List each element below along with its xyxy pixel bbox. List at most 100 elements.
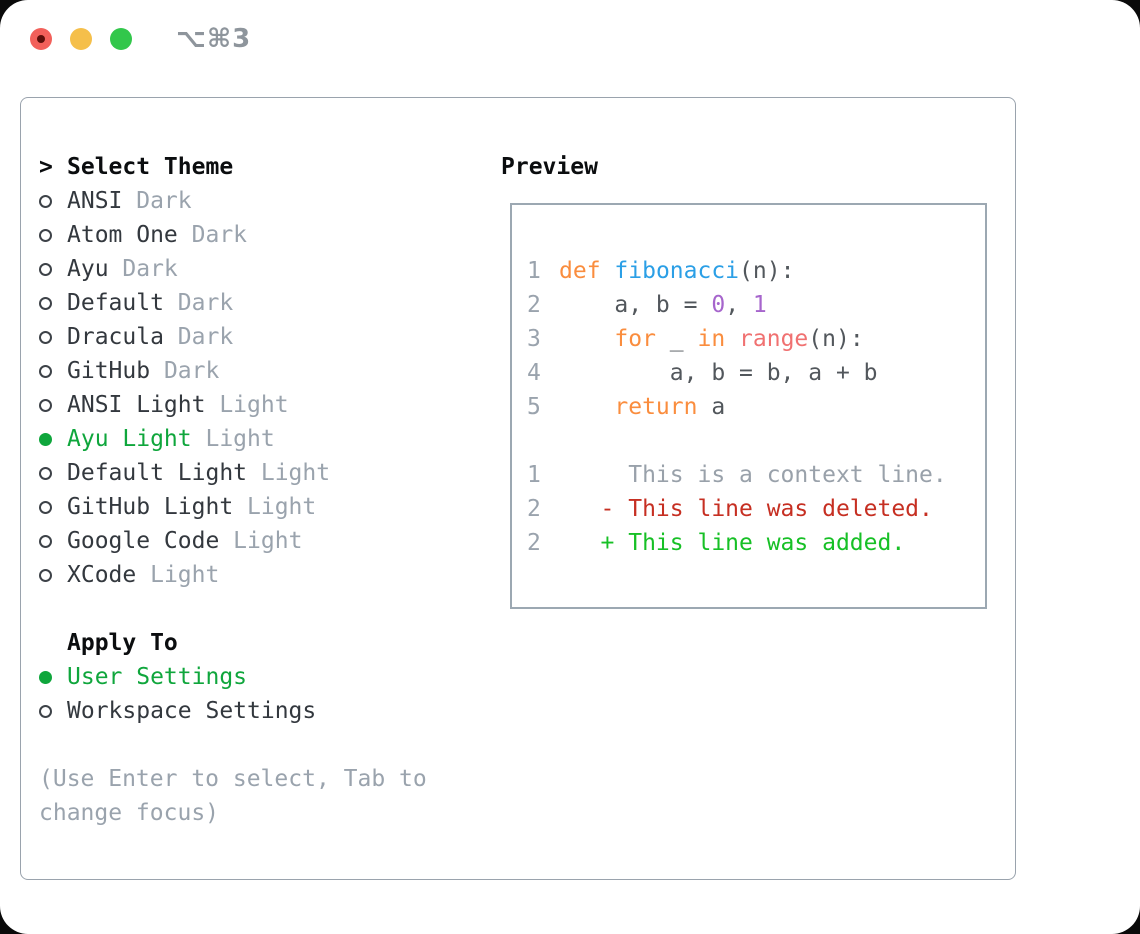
theme-item[interactable]: GitHub Light Light — [39, 490, 479, 524]
radio-icon — [39, 704, 67, 718]
apply-option[interactable]: Workspace Settings — [39, 694, 479, 728]
code-content: return a — [614, 394, 726, 420]
theme-variant: Dark — [163, 324, 234, 350]
apply-to-title: Apply To — [67, 630, 178, 656]
radio-unselected-icon — [39, 296, 52, 310]
code-content: a, b = b, a + b — [559, 360, 878, 386]
radio-icon — [39, 534, 67, 548]
radio-icon — [39, 296, 67, 310]
theme-name: GitHub — [67, 358, 151, 384]
theme-name: ANSI Light — [67, 392, 206, 418]
keyboard-hint: (Use Enter to select, Tab to change focu… — [39, 766, 427, 826]
theme-item[interactable]: ANSI Light Light — [39, 388, 479, 422]
radio-unselected-icon — [39, 228, 52, 242]
theme-variant: Light — [191, 426, 275, 452]
line-number: 4 — [527, 360, 541, 386]
code-content: This is a context line. — [559, 462, 947, 488]
theme-variant: Light — [205, 392, 289, 418]
apply-to-header: Apply To — [39, 626, 479, 660]
theme-variant: Dark — [177, 222, 248, 248]
line-number: 1 — [527, 258, 541, 284]
code-line: 2 + This line was added. — [527, 526, 985, 560]
radio-icon — [39, 262, 67, 276]
preview-title: Preview — [501, 154, 598, 180]
radio-unselected-icon — [39, 364, 52, 378]
theme-name: ANSI — [67, 188, 123, 214]
theme-name: Default Light — [67, 460, 248, 486]
theme-item[interactable]: Google Code Light — [39, 524, 479, 558]
code-line: 5 return a — [527, 390, 985, 424]
code-content: + This line was added. — [559, 530, 906, 556]
theme-variant: Dark — [150, 358, 220, 384]
line-number: 2 — [527, 496, 541, 522]
apply-option-label: User Settings — [67, 664, 248, 690]
code-line: 4 a, b = b, a + b — [527, 356, 985, 390]
theme-name: Ayu Light — [67, 426, 192, 452]
theme-item[interactable]: Ayu Light Light — [39, 422, 479, 456]
theme-name: Ayu — [67, 256, 109, 282]
theme-name: GitHub Light — [67, 494, 234, 520]
radio-unselected-icon — [39, 568, 52, 582]
theme-item[interactable]: Default Dark — [39, 286, 479, 320]
theme-item[interactable]: Ayu Dark — [39, 252, 479, 286]
close-button[interactable] — [30, 28, 52, 50]
theme-name: Google Code — [67, 528, 220, 554]
code-line: 3 for _ in range(n): — [527, 322, 985, 356]
apply-option-label: Workspace Settings — [67, 698, 317, 724]
code-line: 2 - This line was deleted. — [527, 492, 985, 526]
theme-item[interactable]: Atom One Dark — [39, 218, 479, 252]
line-number: 3 — [527, 326, 541, 352]
theme-variant: Light — [233, 494, 317, 520]
line-number: 2 — [527, 292, 541, 318]
theme-name: Default — [67, 290, 164, 316]
apply-option[interactable]: User Settings — [39, 660, 479, 694]
theme-item[interactable]: GitHub Dark — [39, 354, 479, 388]
theme-list-header: > Select Theme — [39, 150, 479, 184]
radio-icon — [39, 330, 67, 344]
radio-icon — [39, 670, 67, 684]
theme-name: XCode — [67, 562, 137, 588]
radio-unselected-icon — [39, 194, 52, 208]
radio-unselected-icon — [39, 704, 52, 718]
titlebar: ⌥⌘3 — [30, 24, 251, 54]
line-number — [527, 424, 559, 458]
minimize-button[interactable] — [70, 28, 92, 50]
theme-variant: Light — [247, 460, 331, 486]
theme-item[interactable]: Default Light Light — [39, 456, 479, 490]
code-content: def fibonacci(n): — [559, 258, 795, 284]
radio-icon — [39, 228, 67, 242]
radio-unselected-icon — [39, 398, 52, 412]
theme-variant: Dark — [163, 290, 234, 316]
line-number: 1 — [527, 462, 541, 488]
theme-variant: Light — [136, 562, 220, 588]
radio-unselected-icon — [39, 262, 52, 276]
radio-unselected-icon — [39, 330, 52, 344]
theme-variant: Dark — [122, 188, 192, 214]
theme-variant: Dark — [108, 256, 178, 282]
line-number: 5 — [527, 394, 541, 420]
theme-item[interactable]: ANSI Dark — [39, 184, 479, 218]
theme-item[interactable]: Dracula Dark — [39, 320, 479, 354]
theme-name: Dracula — [67, 324, 164, 350]
cursor-caret-icon: > — [39, 154, 53, 180]
radio-selected-icon — [39, 432, 52, 446]
radio-icon — [39, 568, 67, 582]
code-line: 1 This is a context line. — [527, 458, 985, 492]
radio-icon — [39, 364, 67, 378]
code-line: 1 def fibonacci(n): — [527, 254, 985, 288]
code-line: 2 a, b = 0, 1 — [527, 288, 985, 322]
radio-unselected-icon — [39, 534, 52, 548]
radio-icon — [39, 500, 67, 514]
window-title: ⌥⌘3 — [176, 24, 252, 54]
theme-list-title: Select Theme — [67, 154, 234, 180]
line-number: 2 — [527, 530, 541, 556]
zoom-button[interactable] — [110, 28, 132, 50]
theme-item[interactable]: XCode Light — [39, 558, 479, 592]
code-content: - This line was deleted. — [559, 496, 933, 522]
code-content: a, b = 0, 1 — [559, 292, 767, 318]
